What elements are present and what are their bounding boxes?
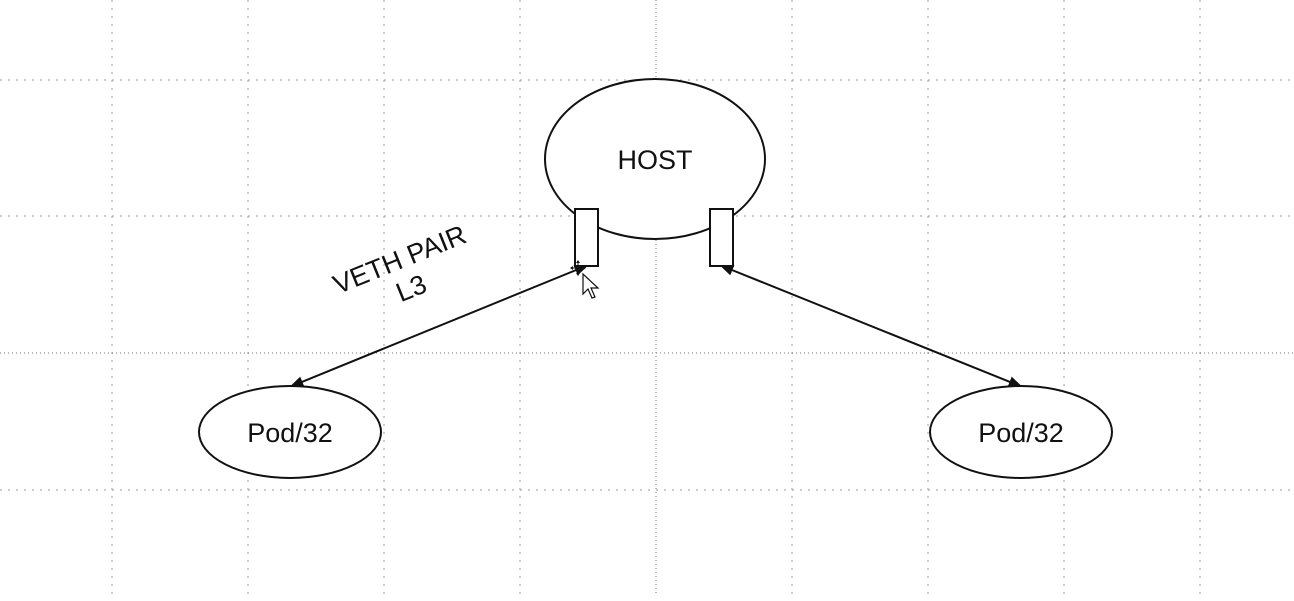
veth-endpoint-left[interactable] (574, 208, 599, 267)
host-node[interactable]: HOST (544, 78, 766, 240)
veth-connector-left[interactable] (289, 264, 589, 388)
pod-node-left[interactable]: Pod/32 (198, 385, 382, 479)
pod-label-right: Pod/32 (978, 418, 1064, 448)
host-ellipse[interactable] (544, 78, 766, 240)
pod-ellipse-right[interactable] (929, 385, 1113, 479)
cursor-icon (570, 260, 600, 299)
pod-ellipse-left[interactable] (198, 385, 382, 479)
pod-node-right[interactable]: Pod/32 (929, 385, 1113, 479)
pod-label-left: Pod/32 (247, 418, 333, 448)
veth-connector-right[interactable] (719, 264, 1023, 388)
veth-pair-label[interactable]: VETH PAIR L3 (329, 219, 482, 328)
veth-endpoint-right[interactable] (709, 208, 734, 267)
host-label: HOST (617, 145, 692, 175)
